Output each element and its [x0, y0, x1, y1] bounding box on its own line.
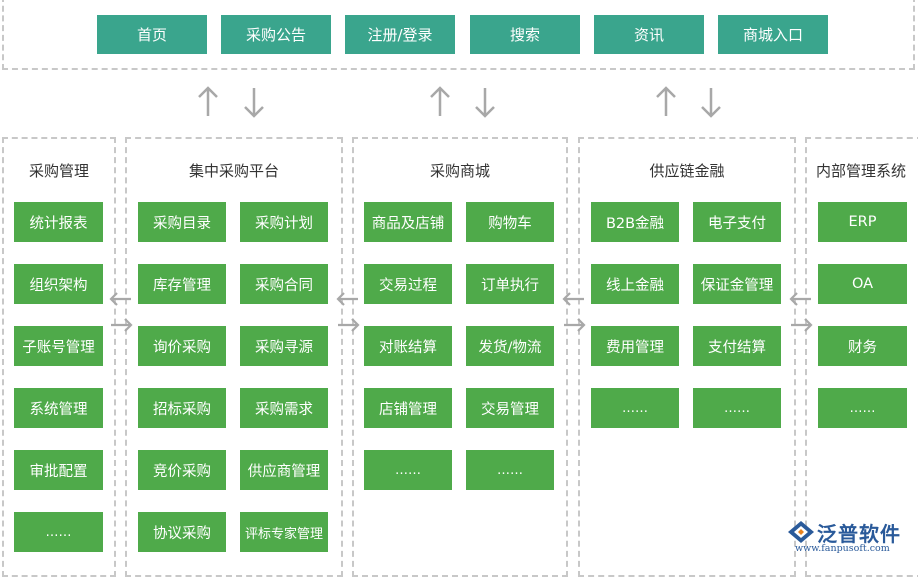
- module-item[interactable]: 电子支付: [693, 202, 781, 242]
- left-arrow-icon: [562, 292, 584, 306]
- tab-procurement-notice[interactable]: 采购公告: [221, 15, 331, 54]
- module-item[interactable]: ……: [693, 388, 781, 428]
- module-item[interactable]: 统计报表: [14, 202, 103, 242]
- module-item[interactable]: 财务: [818, 326, 907, 366]
- module-item[interactable]: 采购寻源: [240, 326, 328, 366]
- module-item[interactable]: 评标专家管理: [240, 512, 328, 552]
- logo-url: www.fanpusoft.com: [795, 543, 890, 554]
- module-item[interactable]: 购物车: [466, 202, 554, 242]
- module-item[interactable]: 费用管理: [591, 326, 679, 366]
- module-item[interactable]: 组织架构: [14, 264, 103, 304]
- right-arrow-icon: [111, 318, 133, 332]
- top-nav-frame: [2, 0, 915, 70]
- module-item[interactable]: 交易管理: [466, 388, 554, 428]
- down-arrow-icon: [475, 88, 495, 118]
- module-item[interactable]: 审批配置: [14, 450, 103, 490]
- right-arrow-icon: [564, 318, 586, 332]
- right-arrow-icon: [338, 318, 360, 332]
- tab-home[interactable]: 首页: [97, 15, 207, 54]
- module-item[interactable]: 交易过程: [364, 264, 452, 304]
- up-arrow-icon: [198, 86, 218, 116]
- brand-logo: 泛普软件 www.fanpusoft.com: [787, 518, 915, 558]
- module-item[interactable]: ……: [591, 388, 679, 428]
- tab-search[interactable]: 搜索: [470, 15, 580, 54]
- down-arrow-icon: [244, 88, 264, 118]
- module-item[interactable]: 询价采购: [138, 326, 226, 366]
- module-item[interactable]: 商品及店铺: [364, 202, 452, 242]
- module-item[interactable]: 竞价采购: [138, 450, 226, 490]
- module-item[interactable]: 协议采购: [138, 512, 226, 552]
- module-item[interactable]: B2B金融: [591, 202, 679, 242]
- module-item[interactable]: 采购需求: [240, 388, 328, 428]
- panel-title: 供应链金融: [649, 161, 725, 180]
- panel-title: 集中采购平台: [188, 161, 279, 180]
- module-item[interactable]: 库存管理: [138, 264, 226, 304]
- module-item[interactable]: ……: [14, 512, 103, 552]
- module-item[interactable]: 采购目录: [138, 202, 226, 242]
- module-item[interactable]: 招标采购: [138, 388, 226, 428]
- module-item[interactable]: 对账结算: [364, 326, 452, 366]
- tab-news[interactable]: 资讯: [594, 15, 704, 54]
- module-item[interactable]: ……: [818, 388, 907, 428]
- panel-title: 内部管理系统: [815, 161, 906, 180]
- module-item[interactable]: 供应商管理: [240, 450, 328, 490]
- module-item[interactable]: 线上金融: [591, 264, 679, 304]
- module-item[interactable]: 发货/物流: [466, 326, 554, 366]
- panel-title: 采购管理: [28, 161, 89, 180]
- left-arrow-icon: [336, 292, 358, 306]
- left-arrow-icon: [789, 292, 811, 306]
- down-arrow-icon: [701, 88, 721, 118]
- up-arrow-icon: [656, 86, 676, 116]
- module-item[interactable]: ERP: [818, 202, 907, 242]
- module-item[interactable]: 采购合同: [240, 264, 328, 304]
- module-item[interactable]: 系统管理: [14, 388, 103, 428]
- module-item[interactable]: OA: [818, 264, 907, 304]
- left-arrow-icon: [109, 292, 131, 306]
- module-item[interactable]: 店铺管理: [364, 388, 452, 428]
- up-arrow-icon: [430, 86, 450, 116]
- module-item[interactable]: ……: [364, 450, 452, 490]
- module-item[interactable]: 支付结算: [693, 326, 781, 366]
- panel-title: 采购商城: [429, 161, 490, 180]
- tab-mall-entrance[interactable]: 商城入口: [718, 15, 828, 54]
- module-item[interactable]: 子账号管理: [14, 326, 103, 366]
- logo-mark-icon: [788, 521, 814, 543]
- module-item[interactable]: 订单执行: [466, 264, 554, 304]
- module-item[interactable]: ……: [466, 450, 554, 490]
- logo-name: 泛普软件: [817, 522, 901, 546]
- tab-register-login[interactable]: 注册/登录: [345, 15, 455, 54]
- module-item[interactable]: 采购计划: [240, 202, 328, 242]
- module-item[interactable]: 保证金管理: [693, 264, 781, 304]
- right-arrow-icon: [791, 318, 813, 332]
